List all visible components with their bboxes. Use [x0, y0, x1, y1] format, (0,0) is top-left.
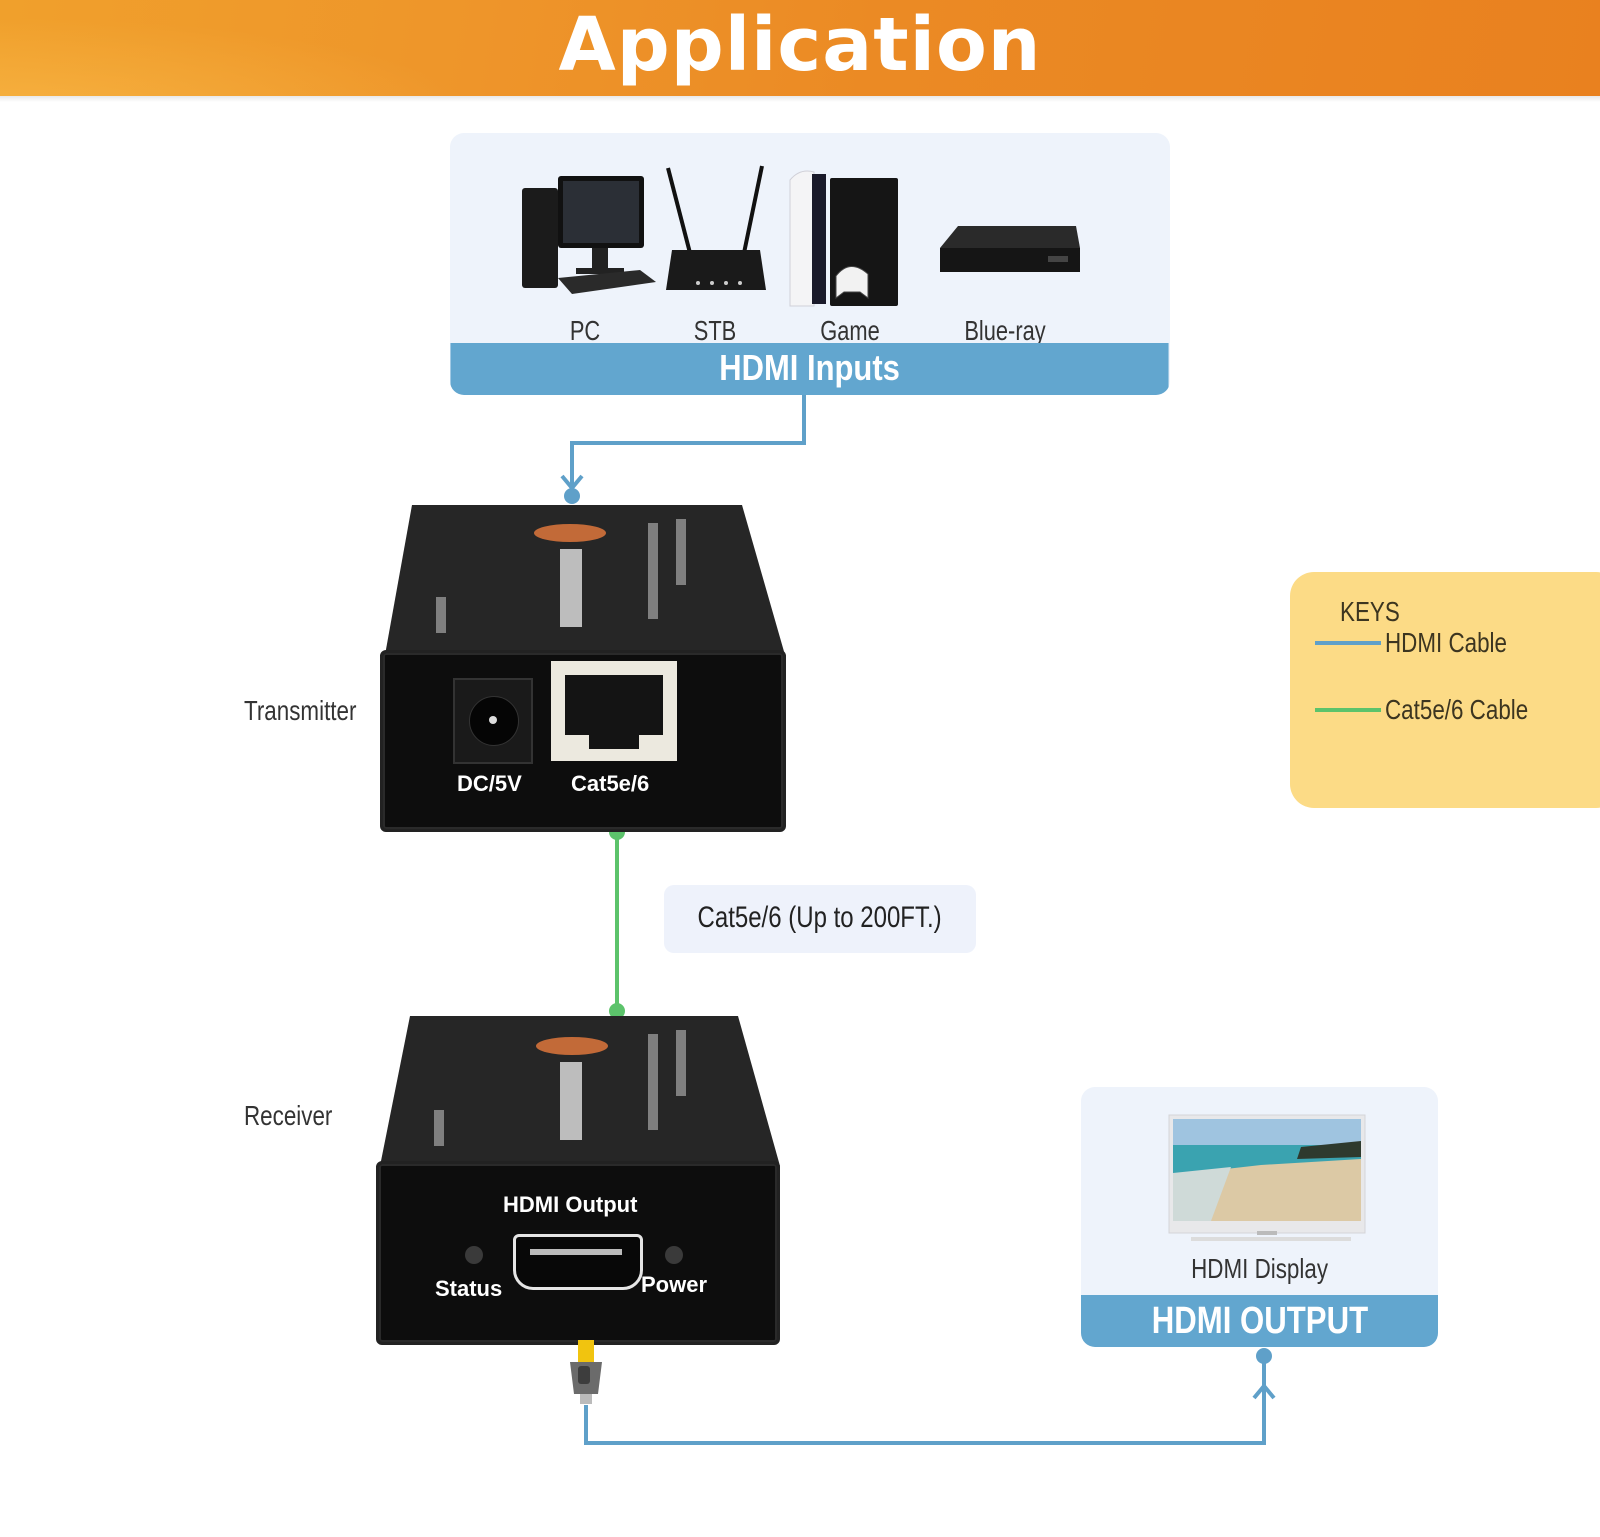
banner-shadow [0, 96, 1600, 102]
transmitter-device: DC/5V Cat5e/6 [380, 505, 790, 835]
brand-logo-icon [536, 1037, 608, 1055]
desktop-pc-icon [522, 176, 656, 294]
cat5-port-label: Cat5e/6 [571, 771, 650, 796]
status-led [465, 1246, 483, 1264]
cable-length-label: Cat5e/6 (Up to 200FT.) [664, 885, 976, 953]
arrow-up-icon [1252, 1382, 1276, 1400]
bluray-player-icon [940, 226, 1080, 272]
hdmi-output-panel: HDMI Display HDMI OUTPUT [1081, 1087, 1438, 1347]
hdmi-output-cable-line [584, 1358, 1266, 1445]
dc-power-jack [453, 678, 533, 764]
input-connector-dot [564, 488, 580, 504]
transmitter-label: Transmitter [244, 695, 357, 726]
header-banner: Application [0, 0, 1600, 96]
power-label: Power [641, 1272, 708, 1297]
tv-display-icon [1168, 1114, 1366, 1241]
display-label: HDMI Display [1191, 1253, 1328, 1284]
game-console-icon [789, 170, 898, 307]
legend-label: Cat5e/6 Cable [1385, 694, 1529, 725]
hdmi-inputs-bar: HDMI Inputs [450, 343, 1170, 395]
hdmi-output-bar: HDMI OUTPUT [1081, 1295, 1438, 1347]
transmitter-top-surface [385, 505, 785, 655]
receiver-cat5-dot [609, 1003, 625, 1019]
keys-legend: KEYS HDMI Cable Cat5e/6 Cable [1290, 572, 1600, 808]
device-stb: STB [640, 158, 790, 346]
device-bluray: Blue-ray [930, 158, 1080, 346]
rj45-port [551, 661, 677, 761]
receiver-device: HDMI Output Status Power [376, 1016, 786, 1348]
device-label: STB [693, 315, 737, 346]
hdmi-port [513, 1234, 643, 1290]
banner-swoosh [0, 0, 560, 96]
legend-label: HDMI Cable [1385, 627, 1507, 658]
power-led [665, 1246, 683, 1264]
receiver-label: Receiver [244, 1100, 333, 1131]
hdmi-input-cable-line [570, 395, 806, 490]
hdmi-inputs-panel: PC STB Game Console Blue-ray HDMI Inputs [450, 133, 1170, 395]
device-label: Blue-ray [964, 315, 1046, 346]
dc-port-label: DC/5V [457, 771, 522, 796]
page-title: Application [558, 2, 1042, 88]
device-label: PC [569, 315, 601, 346]
output-connector-dot [1256, 1348, 1272, 1364]
keys-title: KEYS [1340, 596, 1400, 627]
receiver-front-panel: HDMI Output Status Power [376, 1161, 780, 1345]
status-label: Status [435, 1276, 503, 1301]
cat5-line-swatch [1315, 708, 1381, 712]
device-pc: PC [510, 158, 660, 346]
brand-logo-icon [534, 524, 606, 542]
set-top-box-router-icon [666, 165, 766, 290]
hdmi-line-swatch [1315, 641, 1381, 645]
transmitter-front-panel: DC/5V Cat5e/6 [380, 650, 786, 832]
hdmi-output-port-label: HDMI Output [503, 1192, 638, 1217]
receiver-top-surface [380, 1016, 780, 1166]
